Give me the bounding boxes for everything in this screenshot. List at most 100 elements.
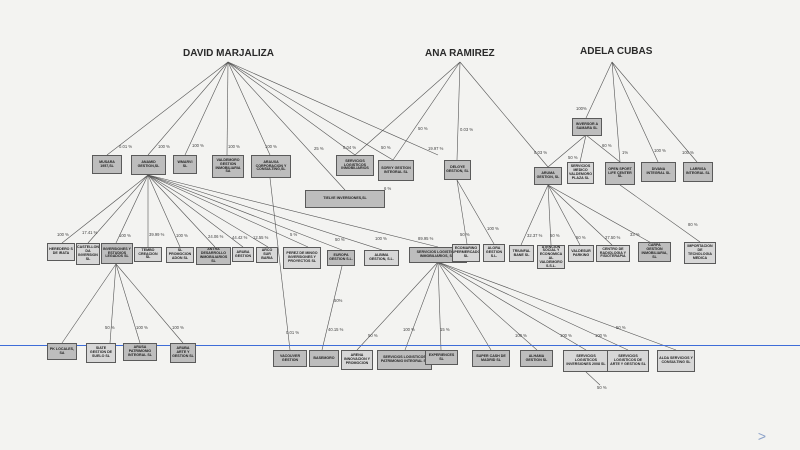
ownership-percentage: 100 % xyxy=(228,144,240,149)
ownership-percentage: 0.04 % xyxy=(343,145,357,150)
ownership-percentage: 100 % xyxy=(403,327,415,332)
ownership-percentage: 1% xyxy=(622,150,629,155)
ownership-percentage: 100% xyxy=(576,106,587,111)
owner-ana-ramirez: ANA RAMIREZ xyxy=(425,48,495,59)
company-node: LARRISA INTEGRAL SL xyxy=(683,162,713,182)
ownership-percentage: 0.01 % xyxy=(286,330,300,335)
ownership-percentage: 0.03 % xyxy=(534,150,548,155)
ownership-percentage: 50 % xyxy=(418,126,428,131)
company-node: ANAMID GESTION,SL xyxy=(131,155,166,175)
scan-blue-line xyxy=(0,345,800,346)
owner-david-marjaliza: DAVID MARJALIZA xyxy=(183,48,274,59)
company-node: SIATE GESTION DE SUELO SL xyxy=(86,343,116,363)
company-node: SERVICIOS LOGISTICOS DE ARTE Y GESTION S… xyxy=(607,350,649,372)
ownership-percentage: 50 % xyxy=(335,237,345,242)
ownership-percentage: 6 % xyxy=(384,186,392,191)
ownership-percentage: 32.37 % xyxy=(527,233,543,238)
ownership-percentage: 50% xyxy=(334,298,343,303)
ownership-percentage: 100 % xyxy=(265,144,277,149)
company-node: CENTRO DE RADIOLOGIA Y FISIOTERAPIA xyxy=(596,245,630,262)
ownership-percentage: 100 % xyxy=(654,148,666,153)
ownership-percentage: 25 % xyxy=(314,146,324,151)
company-node: ALORA GESTION S.L. xyxy=(483,244,505,262)
ownership-percentage: 50 % xyxy=(597,385,607,390)
company-node: SORVY GESTION INTEGRAL SL xyxy=(378,160,414,181)
ownership-percentage: 100 % xyxy=(176,233,188,238)
company-node: EUROPA GESTION S.L. xyxy=(327,250,355,266)
company-node: TIELVE INVERSIONES,SL xyxy=(305,190,385,208)
ownership-percentage: 44.42 % xyxy=(232,235,248,240)
ownership-percentage: 100 % xyxy=(375,236,387,241)
ownership-percentage: 50 % xyxy=(460,232,470,237)
ownership-percentage: 27.50 % xyxy=(605,235,621,240)
ownership-percentage: 50 % xyxy=(616,325,626,330)
company-node: SERVICIOS LOGISTICOS INVERSIONES 2008 SL xyxy=(563,350,609,372)
company-node: SL PROMOCION ADON SL xyxy=(166,247,194,263)
ownership-percentage: 50 % xyxy=(550,233,560,238)
ownership-percentage: 50 % xyxy=(568,155,578,160)
company-node: ECOMARINO SUPERMERCADOS SL xyxy=(452,244,480,262)
company-node: CASTELLON DA INVERSION SL xyxy=(76,243,100,265)
company-node: SERVICIOS LOGISTICOS INMOBILIARIOS xyxy=(336,155,374,176)
company-node: IMPORTACION DE TECNOLOGIA MEDICA xyxy=(684,242,716,264)
ownership-percentage: 5 % xyxy=(290,232,298,237)
company-node: HEREDERO S DE IRATA xyxy=(47,243,75,261)
company-node: BASEMORO xyxy=(309,350,339,367)
company-node: SERVICIOS MEDICO VALDEMORO PLAZA SL xyxy=(567,162,594,184)
ownership-percentage: 19.97 % xyxy=(428,146,444,151)
company-node: ALDA SERVICIOS Y CONSULTING SL xyxy=(657,350,695,372)
ownership-percentage: 24.06 % xyxy=(208,234,224,239)
company-node: DIVANA INTEGRAL SL xyxy=(641,162,676,182)
company-node: ARUBA GESTION xyxy=(232,247,254,262)
company-node: ARUSA PATRIMONIO INTEGRAL SL xyxy=(123,343,157,361)
company-node: INVERSIONES Y ESTUDIOS LEGADOS SL xyxy=(101,243,133,264)
ownership-percentage: 100 % xyxy=(172,325,184,330)
company-node: ARCO SUR BARIA xyxy=(256,247,278,263)
ownership-percentage: 100 % xyxy=(136,325,148,330)
ownership-percentage: 80 % xyxy=(688,222,698,227)
company-node: ARAUXA CORPORACION Y CONSULTING,SL xyxy=(251,155,291,178)
ownership-percentage: 50 % xyxy=(576,235,586,240)
company-node: ARUBA ARTE Y GESTION SL xyxy=(170,343,196,363)
ownership-percentage: 100 % xyxy=(560,333,572,338)
ownership-percentage: 50 % xyxy=(105,325,115,330)
company-node: TEMBO CREACION SL xyxy=(134,247,162,262)
chevron-mark-icon: > xyxy=(757,428,766,444)
ownership-percentage: 40.15 % xyxy=(328,327,344,332)
ownership-percentage: 89.95 % xyxy=(418,236,434,241)
company-node: PEREZ DE MINGO INVERSIONES Y PROYECTOS S… xyxy=(283,247,321,269)
owner-adela-cubas: ADELA CUBAS xyxy=(580,46,653,57)
ownership-percentage: 0.01 % xyxy=(119,144,133,149)
company-node: WMARVI SL xyxy=(173,155,197,174)
ownership-percentage: 100 % xyxy=(682,150,694,155)
company-node: ALBIMA GESTION, S.L. xyxy=(364,250,399,266)
ownership-percentage: 100 % xyxy=(515,333,527,338)
company-node: VALDEMORO GESTION INMOBILIARIA SA xyxy=(212,155,244,178)
company-node: ARUMA GESTION, SL xyxy=(534,167,562,185)
ownership-percentage: 100 % xyxy=(595,333,607,338)
ownership-percentage: 17.41 % xyxy=(82,230,98,235)
ownership-percentage: 100 % xyxy=(192,143,204,148)
ownership-percentage: 50 % xyxy=(368,333,378,338)
ownership-percentage: 100 % xyxy=(119,233,131,238)
ownership-percentage: 50 % xyxy=(381,145,391,150)
ownership-percentage: 33 % xyxy=(630,232,640,237)
ownership-percentage: 100 % xyxy=(158,144,170,149)
company-node: OPEN SPORT LIFE CENTER SL xyxy=(605,162,635,185)
company-node: PK LOCALES, SA xyxy=(47,343,77,360)
company-node: VACOUVER GESTION xyxy=(273,350,307,367)
ownership-percentage: 12.55 % xyxy=(253,235,269,240)
company-node: TRIUNFAL BANE SL xyxy=(509,245,534,262)
ownership-percentage: 15 % xyxy=(440,327,450,332)
company-node: EXPERIENCES SL xyxy=(425,350,458,365)
ownership-percentage: 100 % xyxy=(57,232,69,237)
company-node: SERVICIOS LOGISTICOS PATRIMONIO INTEGRAL… xyxy=(377,350,432,370)
ownership-percentage: 0.03 % xyxy=(460,127,474,132)
company-node: VALDESUR PARKING xyxy=(568,245,594,262)
company-node: MUSARA 1957,SL xyxy=(92,155,122,174)
company-node: ATENCION SOCIAL Y ECONOMICA AL VALDEMORO… xyxy=(537,245,565,269)
ownership-percentage: 39.99 % xyxy=(149,232,165,237)
company-node: DELGYE GESTION, SL xyxy=(444,160,471,180)
ownership-percentage: 100 % xyxy=(487,226,499,231)
